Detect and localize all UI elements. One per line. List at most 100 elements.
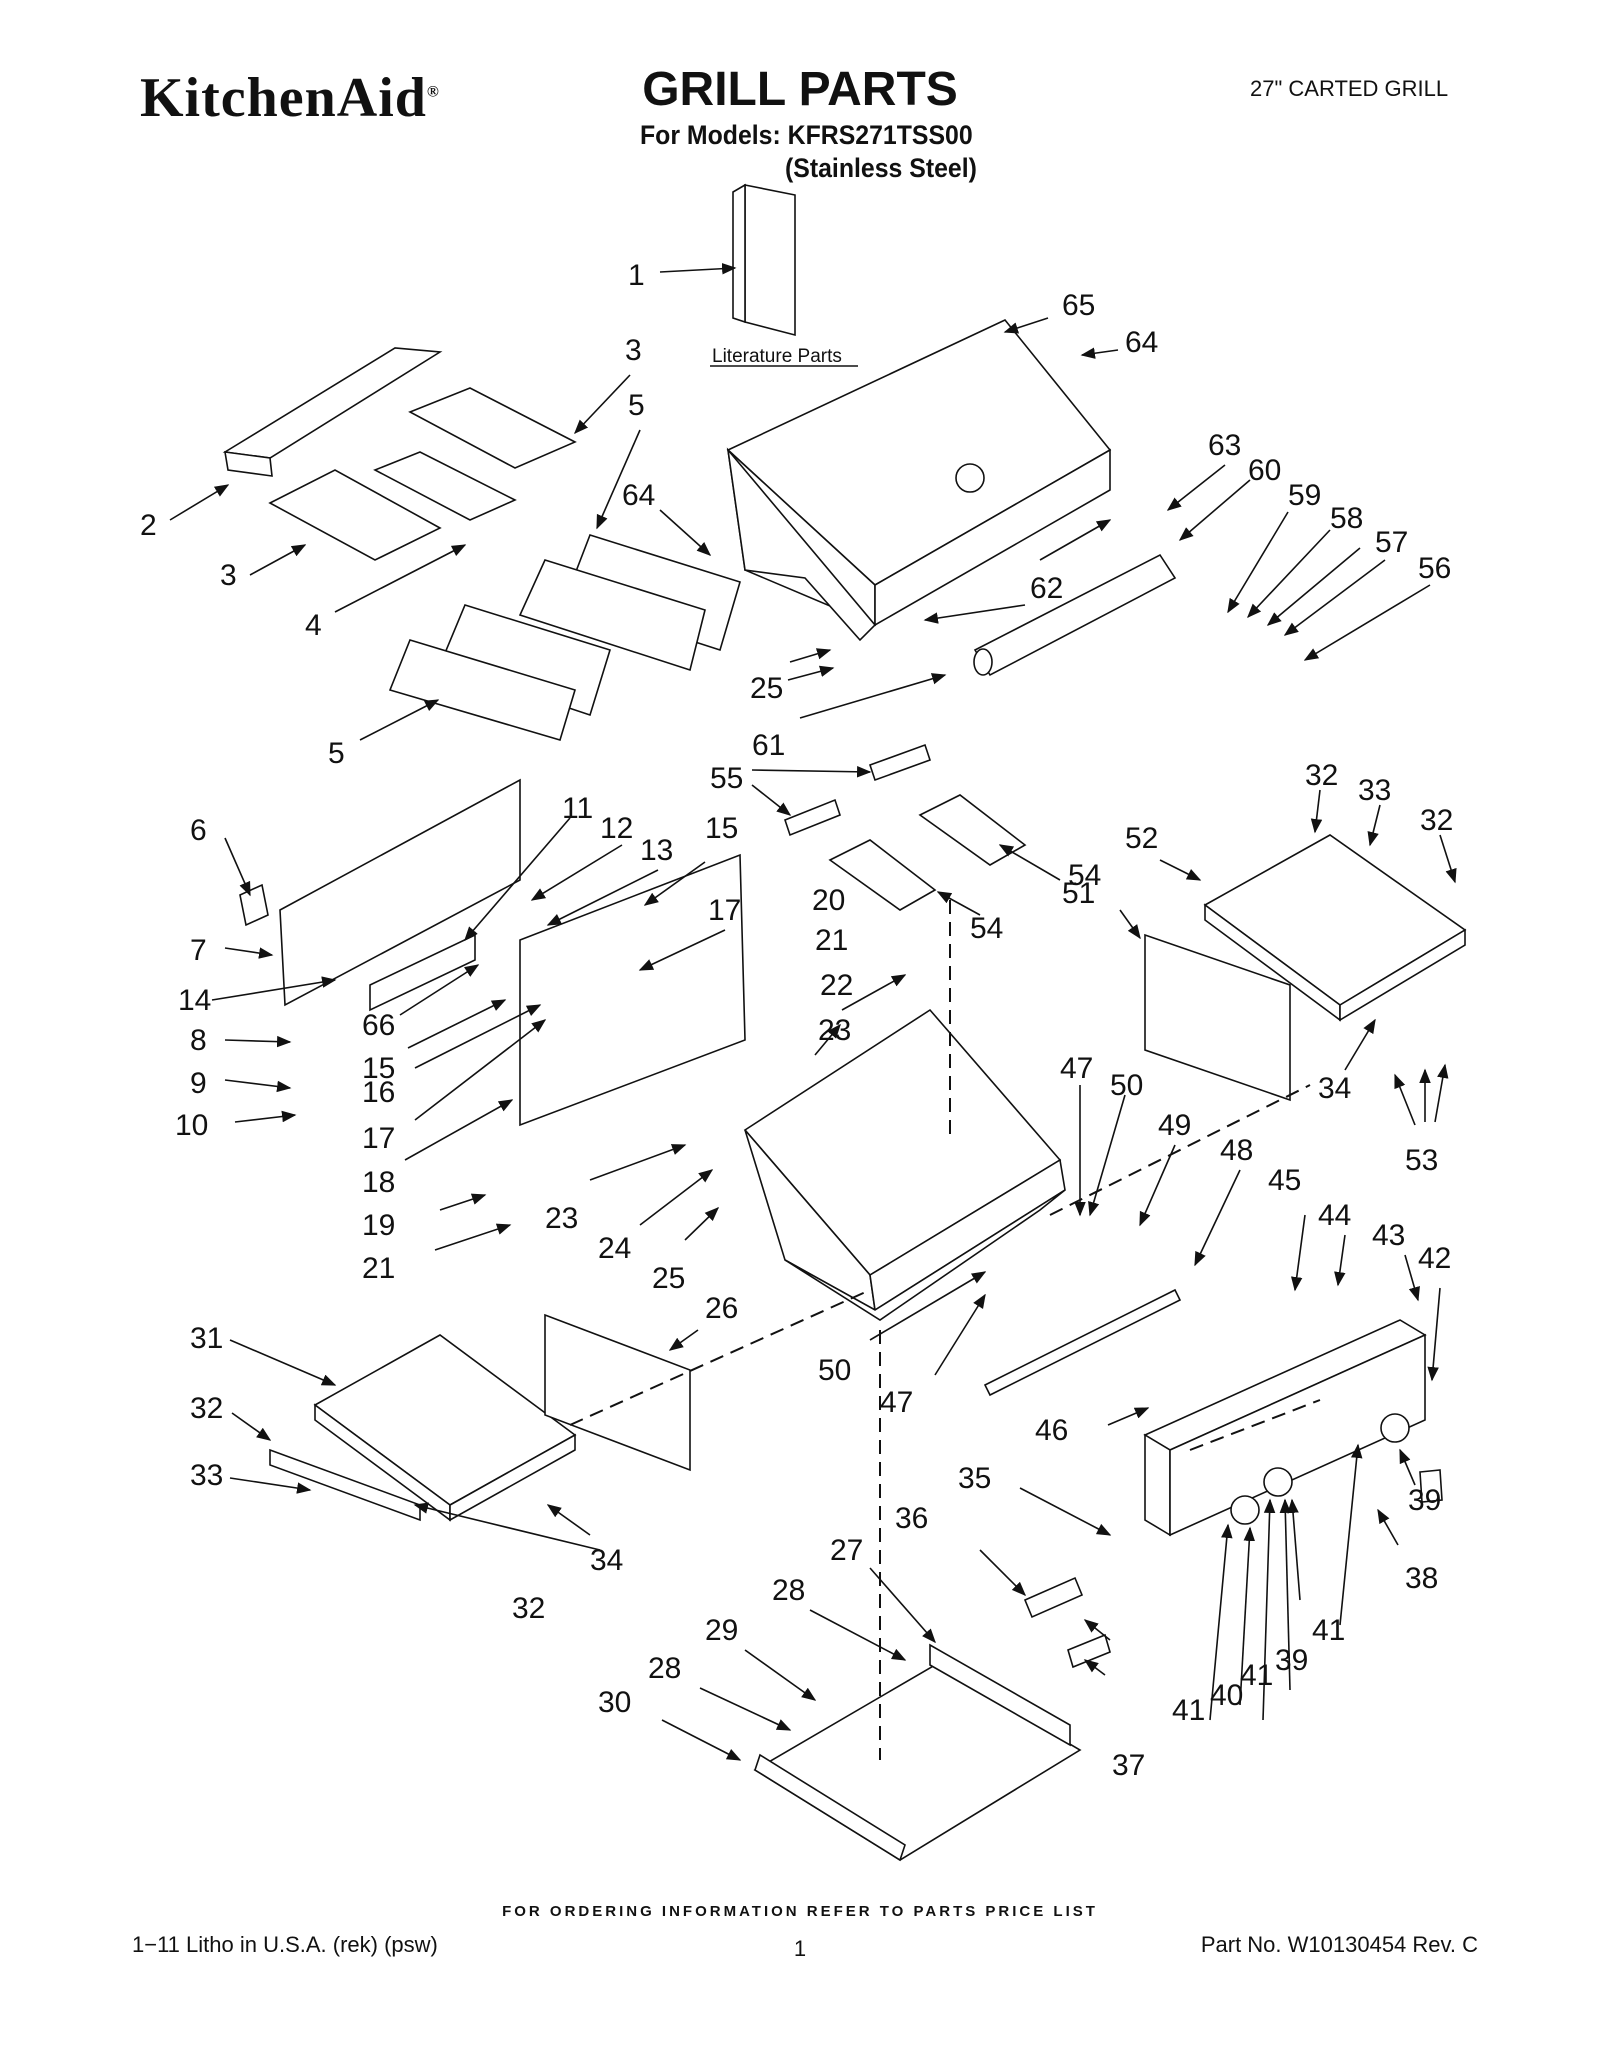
callout-65: 65: [1062, 289, 1095, 322]
callout-39: 39: [1408, 1484, 1441, 1517]
callout-51: 51: [1062, 877, 1095, 910]
page-title: GRILL PARTS: [642, 63, 958, 116]
callout-19: 19: [362, 1209, 395, 1242]
front-control-panel: [983, 1288, 1443, 1537]
callout-49: 49: [1158, 1109, 1191, 1142]
callout-3: 3: [625, 334, 642, 367]
callout-8: 8: [190, 1024, 207, 1057]
callout-61: 61: [752, 729, 785, 762]
callout-34: 34: [1318, 1072, 1351, 1105]
brand-name: KitchenAid: [140, 67, 427, 129]
brand-logo: KitchenAid®: [140, 66, 440, 130]
callout-45: 45: [1268, 1164, 1301, 1197]
models-line: For Models: KFRS271TSS00: [640, 120, 973, 150]
callout-39: 39: [1275, 1644, 1308, 1677]
callout-14: 14: [178, 984, 211, 1017]
callout-41: 41: [1312, 1614, 1345, 1647]
callout-21: 21: [815, 924, 848, 957]
literature-parts-label: Literature Parts: [712, 346, 842, 367]
callout-32: 32: [1305, 759, 1338, 792]
callout-63: 63: [1208, 429, 1241, 462]
page-number: 1: [793, 1936, 807, 1961]
callout-13: 13: [640, 834, 673, 867]
callout-37: 37: [1112, 1749, 1145, 1782]
grill-hood: [726, 319, 1112, 642]
callout-40: 40: [1210, 1679, 1243, 1712]
callout-33: 33: [190, 1459, 223, 1492]
callout-1: 1: [628, 259, 645, 292]
callout-31: 31: [190, 1322, 223, 1355]
assembly-lines: [569, 900, 1321, 1760]
ordering-note: FOR ORDERING INFORMATION REFER TO PARTS …: [502, 1903, 1098, 1920]
callout-58: 58: [1330, 502, 1363, 535]
leader-lines: [169, 262, 1457, 1761]
callout-18: 18: [362, 1166, 395, 1199]
literature-manual: Literature Parts: [710, 183, 858, 367]
callout-23: 23: [818, 1014, 851, 1047]
callout-20: 20: [812, 884, 845, 917]
litho-line: 1−11 Litho in U.S.A. (rek) (psw): [132, 1932, 438, 1957]
callout-55: 55: [710, 762, 743, 795]
flavorizer-bars: [388, 534, 741, 741]
callout-54: 54: [970, 912, 1003, 945]
callout-50: 50: [1110, 1069, 1143, 1102]
finish-line: (Stainless Steel): [785, 153, 977, 183]
callout-62: 62: [1030, 572, 1063, 605]
callout-27: 27: [830, 1534, 863, 1567]
callout-7: 7: [190, 934, 207, 967]
callout-48: 48: [1220, 1134, 1253, 1167]
callout-43: 43: [1372, 1219, 1405, 1252]
cooking-grates: [222, 347, 577, 561]
callout-35: 35: [958, 1462, 991, 1495]
callout-53: 53: [1405, 1144, 1438, 1177]
right-side-shelf: [1144, 834, 1467, 1102]
callout-3: 3: [220, 559, 237, 592]
callout-41: 41: [1172, 1694, 1205, 1727]
callout-47: 47: [880, 1386, 913, 1419]
callout-5: 5: [628, 389, 645, 422]
callout-11: 11: [562, 792, 593, 825]
callout-29: 29: [705, 1614, 738, 1647]
callout-15: 15: [362, 1052, 395, 1085]
callout-numbers: 1 2 3 3 4 5 5 6 7 8 9 10 11 12 13 14 15 …: [140, 259, 1453, 1782]
callout-42: 42: [1418, 1242, 1451, 1275]
callout-33: 33: [1358, 774, 1391, 807]
callout-17: 17: [708, 894, 741, 927]
callout-60: 60: [1248, 454, 1281, 487]
callout-57: 57: [1375, 526, 1408, 559]
callout-66: 66: [362, 1009, 395, 1042]
cart-base-frame: [753, 1576, 1111, 1862]
part-number: Part No. W10130454 Rev. C: [1200, 1932, 1478, 1957]
callout-2: 2: [140, 509, 157, 542]
burners: [784, 743, 1027, 911]
callout-15: 15: [705, 812, 738, 845]
callout-4: 4: [305, 609, 322, 642]
callout-64: 64: [1125, 326, 1158, 359]
left-control-panel: [239, 778, 746, 1127]
callout-25: 25: [750, 672, 783, 705]
callout-24: 24: [598, 1232, 631, 1265]
callout-10: 10: [175, 1109, 208, 1142]
callout-16: 16: [362, 1076, 395, 1109]
callout-9: 9: [190, 1067, 207, 1100]
callout-12: 12: [600, 812, 633, 845]
callout-64: 64: [622, 479, 655, 512]
callout-28: 28: [648, 1652, 681, 1685]
callout-38: 38: [1405, 1562, 1438, 1595]
callout-28: 28: [772, 1574, 805, 1607]
callout-25: 25: [652, 1262, 685, 1295]
callout-32: 32: [1420, 804, 1453, 837]
callout-22: 22: [820, 969, 853, 1002]
callout-56: 56: [1418, 552, 1451, 585]
callout-52: 52: [1125, 822, 1158, 855]
callout-32: 32: [190, 1392, 223, 1425]
callout-23: 23: [545, 1202, 578, 1235]
model-name: 27" CARTED GRILL: [1250, 76, 1449, 101]
callout-34: 34: [590, 1544, 623, 1577]
callout-59: 59: [1288, 479, 1321, 512]
callout-17: 17: [362, 1122, 395, 1155]
callout-5: 5: [328, 737, 345, 770]
hood-handle: [973, 553, 1177, 677]
callout-47: 47: [1060, 1052, 1093, 1085]
callout-46: 46: [1035, 1414, 1068, 1447]
